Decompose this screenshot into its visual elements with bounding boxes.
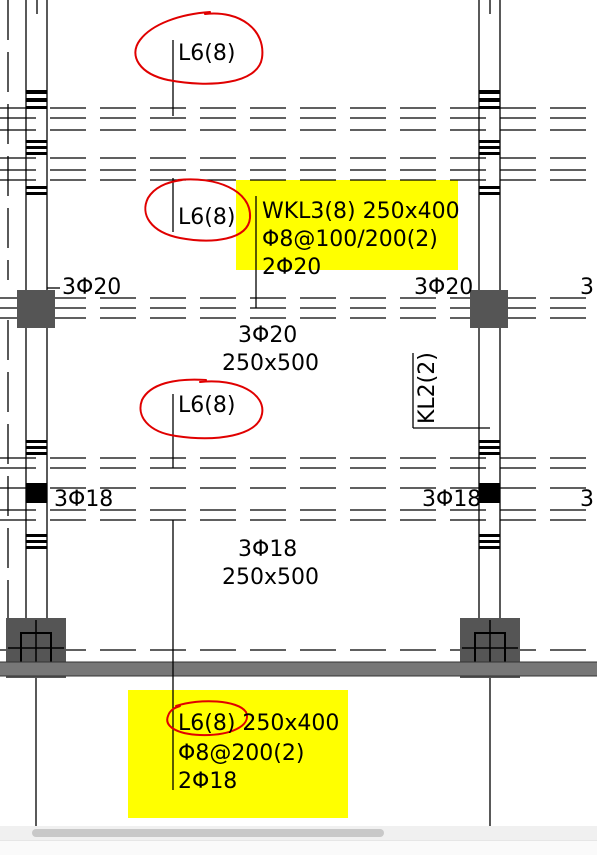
label-l6-mid: L6(8) (178, 205, 235, 230)
horizontal-scrollbar[interactable] (0, 826, 597, 840)
column-right-mid (470, 290, 508, 328)
structural-beam-drawing: L6(8) L6(8) WKL3(8) 250x400 Φ8@100/200(2… (0, 0, 597, 826)
label-rebar-left-top: 3Φ20 (62, 275, 121, 300)
status-strip (0, 840, 597, 855)
column-left-mid (17, 290, 55, 328)
stirrup-marks (26, 90, 500, 549)
label-kl2: KL2(2) (415, 352, 440, 424)
label-beam-lower-rebar: 3Φ18 (238, 537, 297, 562)
red-markup-circles (134, 11, 264, 737)
label-wkl3-line1: WKL3(8) 250x400 (262, 199, 460, 224)
red-circle-top (134, 11, 264, 85)
label-wkl3-line2: Φ8@100/200(2) (262, 227, 438, 252)
label-rebar-left-bottom: 3Φ18 (54, 487, 113, 512)
label-l6-low: L6(8) (178, 393, 235, 418)
label-beam-lower-size: 250x500 (222, 565, 319, 590)
label-l6-detail-line2: Φ8@200(2) (178, 741, 304, 766)
label-beam-upper-rebar: 3Φ20 (238, 323, 297, 348)
scrollbar-thumb[interactable] (32, 829, 384, 837)
label-rebar-far-right-top: 3 (580, 275, 594, 300)
red-circle-low (139, 378, 264, 440)
label-rebar-right-top: 3Φ20 (414, 275, 473, 300)
label-rebar-right-bottom: 3Φ18 (422, 487, 481, 512)
red-circle-detail (166, 700, 248, 737)
label-l6-detail-line3: 2Φ18 (178, 769, 237, 794)
label-l6-top: L6(8) (178, 41, 235, 66)
leader-lines (47, 40, 490, 790)
l6-detail-highlight (128, 690, 348, 818)
boundary-wall (0, 662, 597, 676)
red-circle-mid (144, 178, 252, 242)
label-l6-detail-line1: L6(8) 250x400 (178, 711, 339, 736)
label-rebar-far-right-bottom: 3 (580, 487, 594, 512)
wkl3-highlight (236, 180, 458, 270)
label-beam-upper-size: 250x500 (222, 351, 319, 376)
label-wkl3-line3: 2Φ20 (262, 255, 321, 280)
